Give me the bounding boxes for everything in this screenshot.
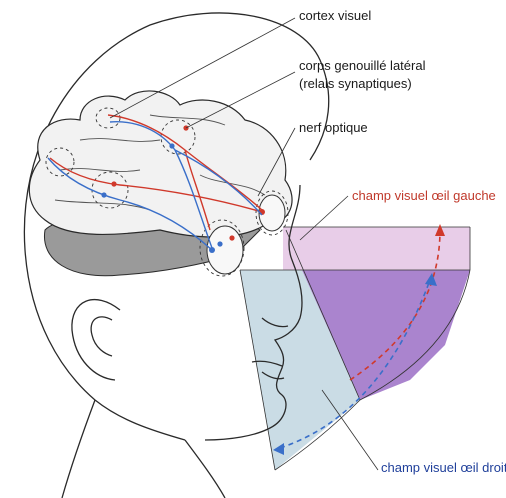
label-lgn-line1: corps genouillé latéral	[299, 58, 425, 74]
red-synapse-left	[111, 181, 116, 186]
shoulder-line	[185, 440, 225, 498]
blue-synapse-left	[101, 192, 106, 197]
brain	[29, 91, 292, 276]
blue-synapse-top	[169, 143, 174, 148]
blue-synapse-eye	[209, 247, 215, 253]
visual-fields	[240, 224, 470, 470]
label-left-field: champ visuel œil gauche	[352, 188, 496, 204]
label-optic-nerve: nerf optique	[299, 120, 368, 136]
blue-synapse-lgn	[217, 241, 222, 246]
label-cortex: cortex visuel	[299, 8, 371, 24]
label-right-field: champ visuel œil droit	[381, 460, 506, 476]
label-lgn-line2: (relais synaptiques)	[299, 76, 412, 92]
ear	[72, 300, 120, 380]
neck-line	[62, 400, 95, 498]
ear-inner	[91, 317, 112, 356]
red-synapse-lgn	[229, 235, 234, 240]
